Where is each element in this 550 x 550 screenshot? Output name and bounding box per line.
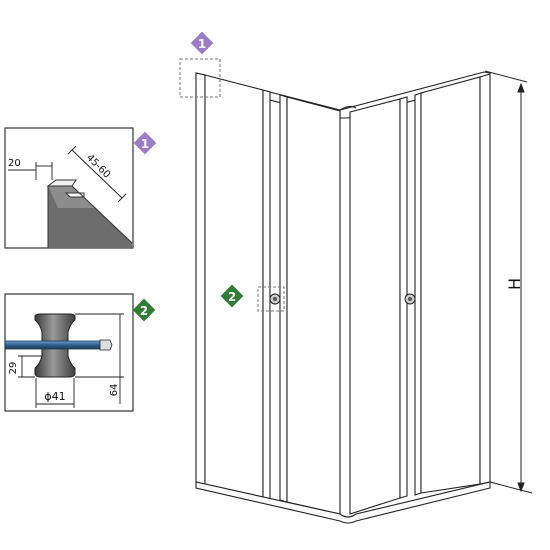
detail-2-dim-total: 64 bbox=[109, 384, 120, 397]
svg-text:1: 1 bbox=[198, 37, 206, 51]
marker-1-top: 1 bbox=[190, 31, 214, 55]
svg-text:1: 1 bbox=[141, 137, 149, 151]
detail-1-dim-top: 20 bbox=[8, 158, 21, 169]
height-label: H bbox=[505, 278, 524, 290]
left-fixed-panel bbox=[204, 74, 264, 498]
left-post bbox=[195, 72, 206, 485]
marker-2-detail: 2 bbox=[132, 298, 156, 322]
detail-1-profile bbox=[46, 179, 77, 187]
door-handle-left bbox=[269, 293, 281, 305]
detail-2-panel: 29 64 ϕ41 bbox=[4, 293, 134, 412]
callout-box-1 bbox=[179, 58, 221, 98]
right-sliding-door bbox=[349, 98, 401, 515]
height-dimension bbox=[484, 70, 533, 494]
svg-text:2: 2 bbox=[140, 304, 148, 318]
detail-2-dim-diameter: ϕ41 bbox=[44, 390, 65, 403]
shower-enclosure bbox=[195, 71, 491, 524]
svg-text:2: 2 bbox=[228, 290, 236, 304]
callout-box-2 bbox=[257, 286, 285, 312]
door-handle-right bbox=[404, 293, 416, 305]
left-sliding-door bbox=[262, 89, 271, 500]
detail-2-rod bbox=[4, 340, 108, 350]
right-fixed-panel bbox=[414, 92, 422, 496]
marker-1-detail: 1 bbox=[133, 131, 157, 155]
detail-1-panel: 20 45-60 bbox=[4, 127, 134, 249]
detail-2-dim-height: 29 bbox=[8, 362, 19, 375]
bottom-tray bbox=[195, 481, 491, 524]
right-post bbox=[479, 73, 491, 485]
